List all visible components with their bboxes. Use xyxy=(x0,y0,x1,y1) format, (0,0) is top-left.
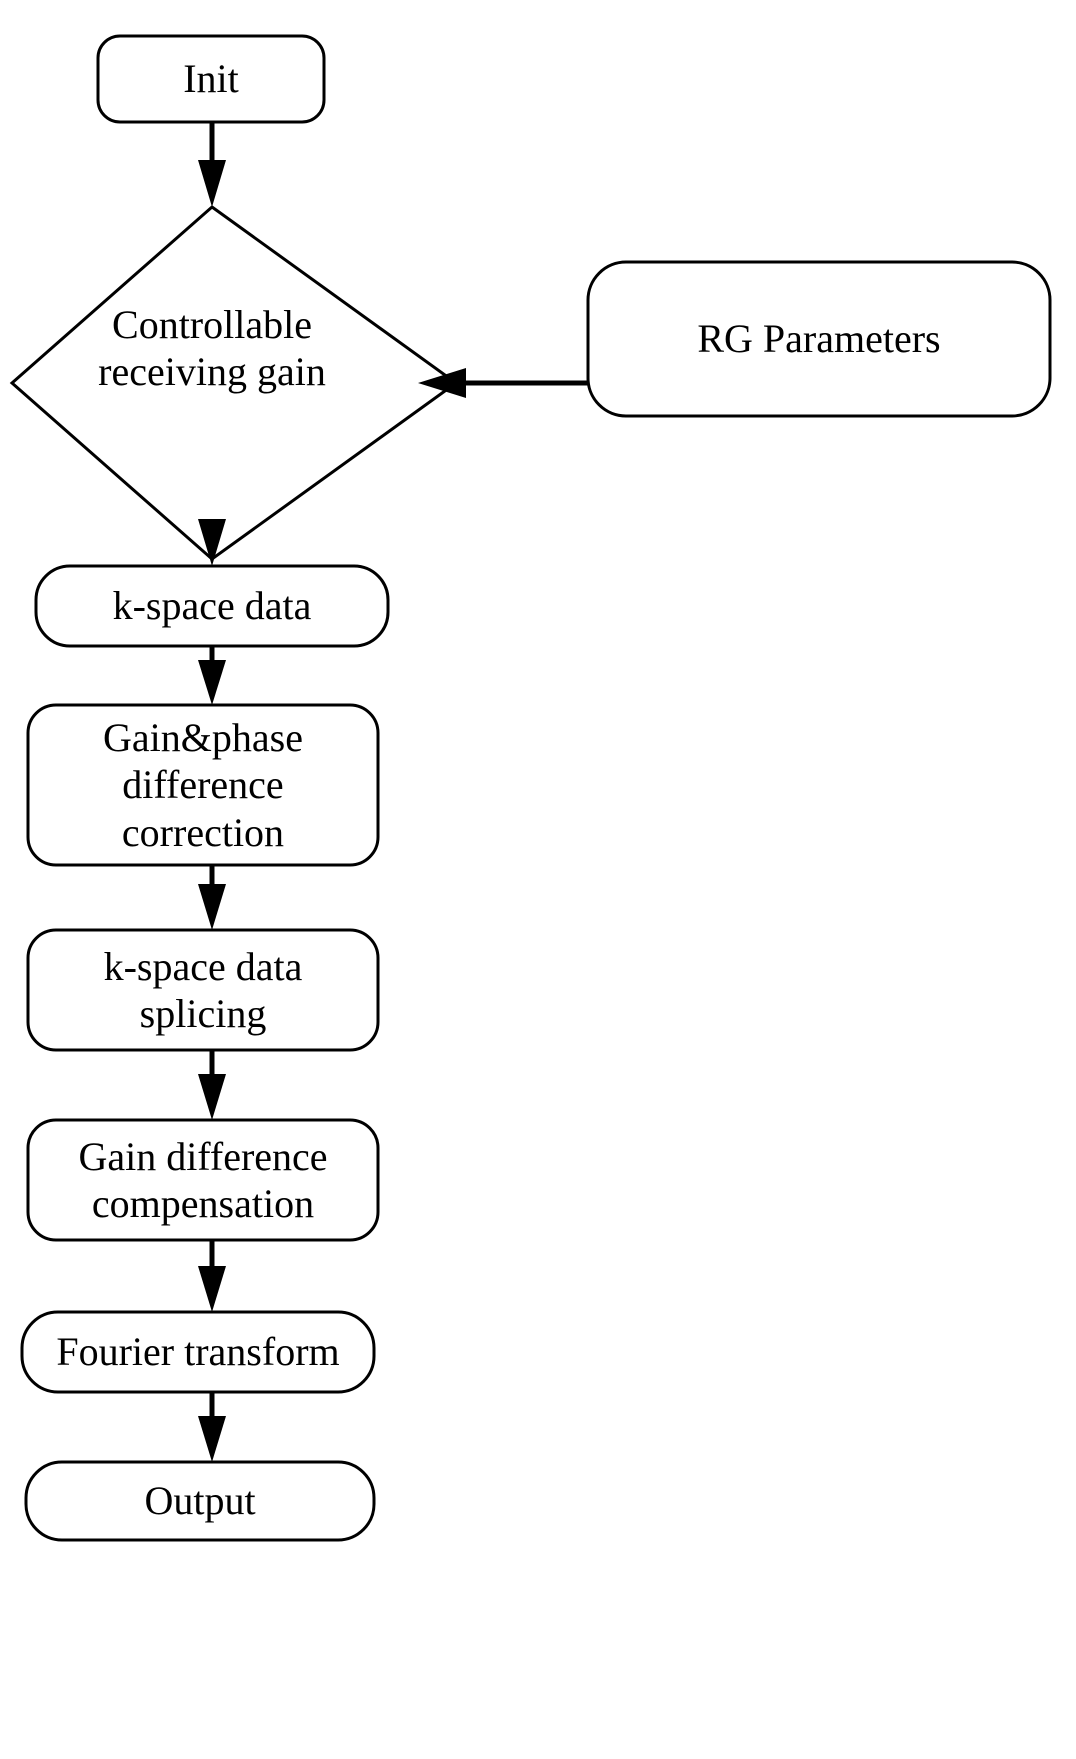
node-shape-init[interactable] xyxy=(96,34,326,124)
node-shape-output[interactable] xyxy=(24,1460,376,1542)
arrow-head-icon xyxy=(198,1266,226,1312)
node-shape-fourier-transform[interactable] xyxy=(20,1310,376,1394)
arrow-head-icon xyxy=(418,368,466,398)
arrow-head-icon xyxy=(198,1074,226,1120)
edge-gain-phase-difference-correction-to-k-space-data-splicing xyxy=(198,865,226,930)
edge-rg-parameters-to-controllable-receiving-gain xyxy=(418,368,588,398)
node-shape-controllable-receiving-gain[interactable] xyxy=(9,205,459,561)
edge-init-to-controllable-receiving-gain xyxy=(198,122,226,207)
node-shape-gain-difference-compensation[interactable] xyxy=(26,1118,380,1242)
arrow-head-icon xyxy=(198,884,226,930)
arrow-head-icon xyxy=(198,519,226,566)
arrow-head-icon xyxy=(198,660,226,705)
arrow-head-icon xyxy=(198,160,226,207)
node-shape-gain-phase-difference-correction[interactable] xyxy=(26,703,380,867)
edge-k-space-data-to-gain-phase-difference-correction xyxy=(198,646,226,705)
node-shape-rg-parameters[interactable] xyxy=(586,260,1052,418)
arrow-head-icon xyxy=(198,1416,226,1462)
edge-controllable-receiving-gain-to-k-space-data xyxy=(198,519,226,566)
node-shape-k-space-data-splicing[interactable] xyxy=(26,928,380,1052)
edge-gain-difference-compensation-to-fourier-transform xyxy=(198,1240,226,1312)
node-shape-k-space-data[interactable] xyxy=(34,564,390,648)
edge-k-space-data-splicing-to-gain-difference-compensation xyxy=(198,1050,226,1120)
edge-fourier-transform-to-output xyxy=(198,1392,226,1462)
